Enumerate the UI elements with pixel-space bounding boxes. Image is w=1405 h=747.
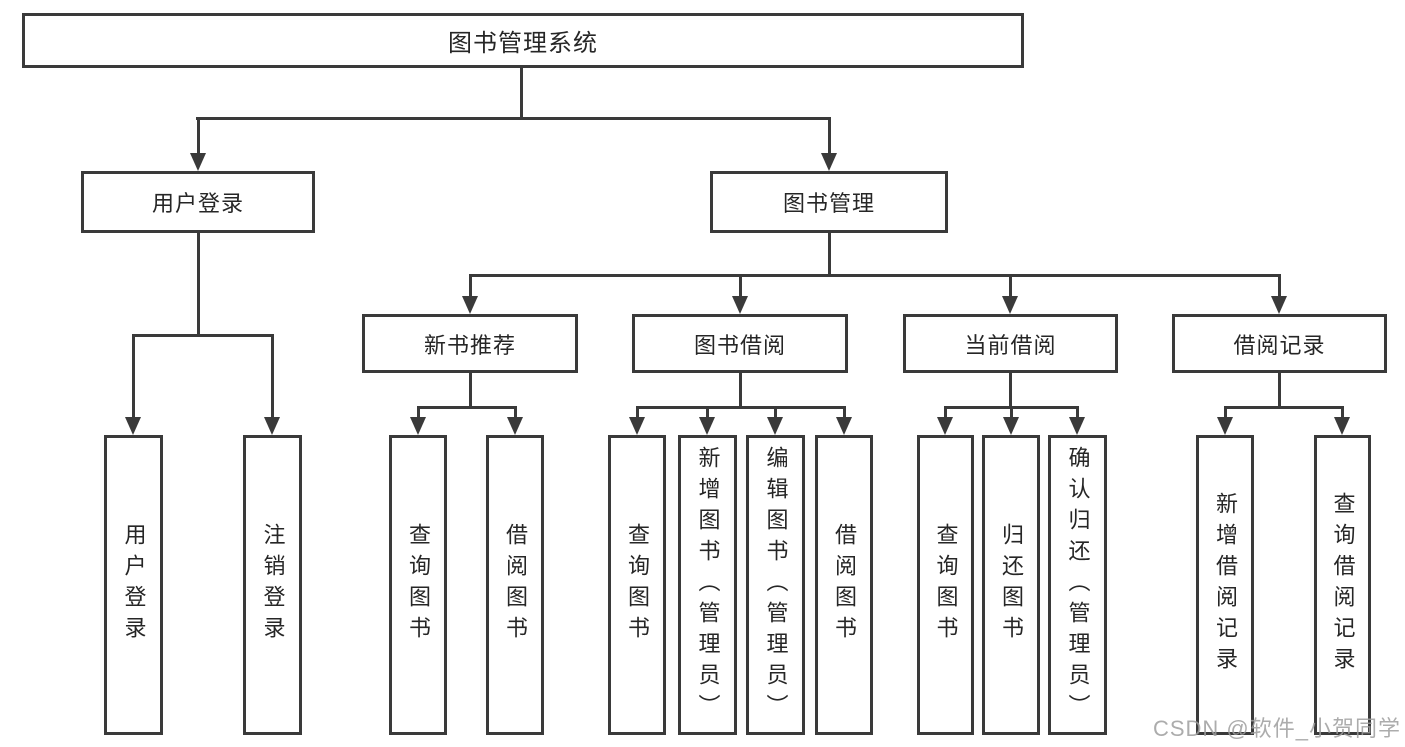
connector-drop-leaf — [1010, 406, 1013, 417]
connector-book-borrow-stem — [739, 372, 742, 408]
connector-user-login-rail — [132, 334, 274, 337]
leaf-add-borrow-record-label: 新增借阅记录 — [1213, 492, 1238, 678]
connector-current-borrow-stem — [1009, 372, 1012, 408]
connector-borrow-records-stem — [1278, 372, 1281, 408]
node-borrow-records: 借阅记录 — [1172, 314, 1387, 373]
connector-drop-level3 — [1278, 274, 1281, 296]
node-book-management: 图书管理 — [710, 171, 948, 233]
node-new-book-recommend-label: 新书推荐 — [423, 332, 516, 358]
arrow-down-icon — [821, 153, 837, 171]
leaf-query-borrow-record: 查询借阅记录 — [1314, 435, 1371, 735]
leaf-add-books-admin-label: 新增图书（管理员） — [695, 445, 721, 725]
connector-drop-leaf — [1076, 406, 1079, 417]
arrow-down-icon — [1271, 296, 1287, 314]
connector-drop-leaf — [271, 334, 274, 417]
node-user-login-label: 用户登录 — [151, 191, 244, 216]
arrow-down-icon — [836, 417, 852, 435]
arrow-down-icon — [410, 417, 426, 435]
node-book-borrow: 图书借阅 — [632, 314, 848, 373]
arrow-down-icon — [1069, 417, 1085, 435]
arrow-down-icon — [937, 417, 953, 435]
leaf-query-books-3: 查询图书 — [917, 435, 974, 735]
connector-drop-leaf — [944, 406, 947, 417]
leaf-borrow-books-1-label: 借阅图书 — [503, 523, 528, 647]
csdn-watermark: CSDN @软件_小贺同学 — [1152, 716, 1401, 741]
connector-user-login-stem — [197, 232, 200, 336]
arrow-down-icon — [699, 417, 715, 435]
connector-drop-leaf — [514, 406, 517, 417]
connector-borrow-records-rail — [1224, 406, 1344, 409]
leaf-query-books-1-label: 查询图书 — [406, 523, 431, 647]
leaf-return-books-label: 归还图书 — [999, 523, 1024, 647]
connector-root-rail — [196, 117, 831, 120]
connector-new-book-stem — [469, 372, 472, 408]
leaf-logout: 注销登录 — [243, 435, 302, 735]
arrow-down-icon — [1003, 417, 1019, 435]
connector-book-management-rail — [469, 274, 1280, 277]
connector-drop-leaf — [706, 406, 709, 417]
connector-drop-leaf — [843, 406, 846, 417]
leaf-confirm-return-admin: 确认归还（管理员） — [1048, 435, 1107, 735]
leaf-user-login: 用户登录 — [104, 435, 163, 735]
leaf-query-borrow-record-label: 查询借阅记录 — [1330, 492, 1356, 678]
arrow-down-icon — [507, 417, 523, 435]
leaf-add-books-admin: 新增图书（管理员） — [678, 435, 737, 735]
leaf-return-books: 归还图书 — [982, 435, 1040, 735]
leaf-query-books-2-label: 查询图书 — [625, 523, 650, 647]
node-root: 图书管理系统 — [22, 13, 1024, 68]
node-book-management-label: 图书管理 — [782, 191, 875, 216]
connector-book-management-stem — [828, 232, 831, 276]
connector-root-stem — [520, 67, 523, 119]
connector-drop-leaf — [132, 334, 135, 417]
connector-drop-leaf — [417, 406, 420, 417]
connector-new-book-rail — [417, 406, 516, 409]
connector-drop-book-management — [828, 117, 831, 153]
connector-drop-leaf — [1341, 406, 1344, 417]
node-user-login: 用户登录 — [81, 171, 315, 233]
connector-drop-leaf — [1224, 406, 1227, 417]
connector-drop-leaf — [636, 406, 639, 417]
arrow-down-icon — [732, 296, 748, 314]
arrow-down-icon — [629, 417, 645, 435]
connector-drop-user-login — [197, 117, 200, 153]
leaf-user-login-label: 用户登录 — [121, 523, 147, 647]
leaf-logout-label: 注销登录 — [260, 523, 286, 647]
connector-drop-leaf — [774, 406, 777, 417]
leaf-add-borrow-record: 新增借阅记录 — [1196, 435, 1254, 735]
arrow-down-icon — [125, 417, 141, 435]
leaf-borrow-books-2: 借阅图书 — [815, 435, 873, 735]
arrow-down-icon — [190, 153, 206, 171]
leaf-query-books-3-label: 查询图书 — [933, 523, 959, 647]
leaf-query-books-1: 查询图书 — [389, 435, 447, 735]
arrow-down-icon — [264, 417, 280, 435]
node-book-borrow-label: 图书借阅 — [693, 332, 786, 358]
arrow-down-icon — [1334, 417, 1350, 435]
connector-drop-level3 — [469, 274, 472, 296]
connector-drop-level3 — [1009, 274, 1012, 296]
arrow-down-icon — [1002, 296, 1018, 314]
node-root-label: 图书管理系统 — [448, 30, 598, 57]
node-borrow-records-label: 借阅记录 — [1233, 332, 1326, 358]
leaf-edit-books-admin: 编辑图书（管理员） — [746, 435, 805, 735]
arrow-down-icon — [462, 296, 478, 314]
leaf-edit-books-admin-label: 编辑图书（管理员） — [763, 445, 789, 725]
node-current-borrow: 当前借阅 — [903, 314, 1118, 373]
leaf-borrow-books-2-label: 借阅图书 — [832, 523, 857, 647]
arrow-down-icon — [767, 417, 783, 435]
node-new-book-recommend: 新书推荐 — [362, 314, 578, 373]
connector-book-borrow-rail — [636, 406, 846, 409]
leaf-confirm-return-admin-label: 确认归还（管理员） — [1065, 445, 1091, 725]
leaf-query-books-2: 查询图书 — [608, 435, 666, 735]
node-current-borrow-label: 当前借阅 — [964, 332, 1057, 358]
arrow-down-icon — [1217, 417, 1233, 435]
leaf-borrow-books-1: 借阅图书 — [486, 435, 544, 735]
connector-drop-level3 — [739, 274, 742, 296]
